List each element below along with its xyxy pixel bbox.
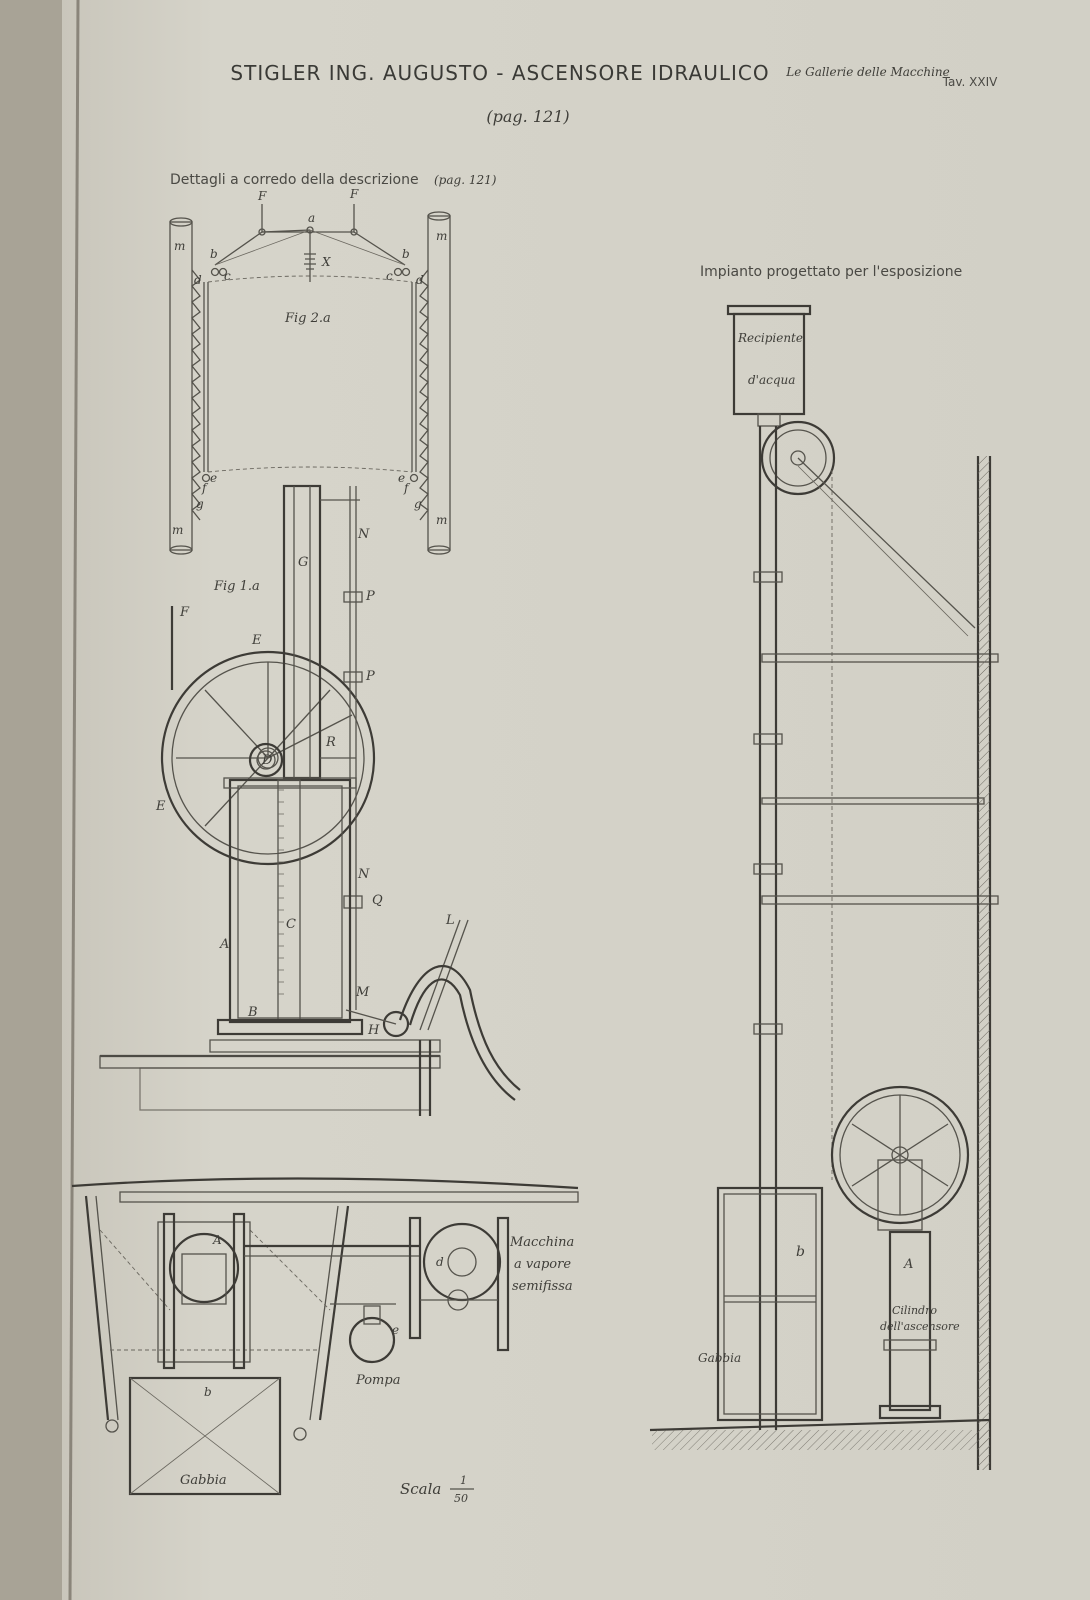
figure-2-drawing	[169, 204, 451, 555]
svg-text:1: 1	[460, 1474, 467, 1487]
fig1-label: Fig 1.a	[213, 579, 260, 594]
svg-text:N: N	[357, 867, 370, 882]
scale-indicator: Scala 1 50	[400, 1474, 474, 1505]
exhibition-title: Impianto progettato per l'esposizione	[700, 264, 962, 280]
svg-text:C: C	[286, 917, 296, 932]
svg-text:c: c	[224, 269, 231, 283]
svg-text:e: e	[392, 1323, 399, 1337]
svg-text:d: d	[194, 273, 202, 287]
svg-text:b: b	[204, 1385, 212, 1399]
svg-text:m: m	[174, 239, 185, 253]
cage-label: Gabbia	[698, 1351, 741, 1365]
svg-text:b: b	[210, 247, 218, 261]
svg-text:g: g	[196, 497, 204, 511]
svg-text:f: f	[201, 481, 209, 495]
cylinder-label: Cilindro dell'ascensore	[880, 1304, 960, 1333]
binding-fold	[68, 0, 80, 1600]
exhibition-installation-drawing	[649, 304, 999, 1470]
svg-text:G: G	[298, 555, 308, 570]
svg-text:m: m	[172, 523, 183, 537]
svg-text:d: d	[436, 1255, 444, 1269]
svg-text:50: 50	[454, 1492, 468, 1505]
series-name: Le Gallerie delle Macchine	[785, 65, 950, 79]
svg-text:a: a	[308, 211, 315, 225]
svg-text:B: B	[247, 1005, 258, 1020]
svg-text:L: L	[445, 913, 455, 928]
svg-text:f: f	[403, 481, 411, 495]
pump-label: Pompa	[355, 1373, 400, 1388]
svg-text:E: E	[251, 633, 262, 648]
svg-text:A: A	[219, 937, 229, 952]
figure-1-labels: F E E D G N P P R N Q A C B H M L	[155, 527, 455, 1038]
svg-text:A: A	[212, 1233, 222, 1247]
svg-text:D: D	[261, 753, 273, 768]
cylinder-letter: A	[903, 1257, 913, 1272]
svg-text:a vapore: a vapore	[514, 1257, 571, 1272]
paper-sheet	[62, 0, 1090, 1600]
svg-text:P: P	[365, 589, 375, 604]
svg-text:c: c	[386, 269, 393, 283]
svg-text:N: N	[357, 527, 370, 542]
svg-text:P: P	[365, 669, 375, 684]
svg-text:d: d	[416, 273, 424, 287]
svg-text:m: m	[436, 229, 447, 243]
svg-text:m: m	[436, 513, 447, 527]
svg-text:b: b	[402, 247, 410, 261]
svg-text:d'acqua: d'acqua	[748, 373, 795, 387]
svg-text:F: F	[257, 189, 267, 203]
svg-text:R: R	[325, 735, 336, 750]
figure-2-labels: F F a X b b c c d d m m m m e e f f g g	[172, 187, 447, 537]
details-subtitle: Dettagli a corredo della descrizione	[170, 172, 419, 188]
svg-text:Cilindro: Cilindro	[892, 1304, 937, 1317]
svg-text:H: H	[367, 1023, 380, 1038]
svg-text:Q: Q	[372, 893, 383, 908]
plate-title: STIGLER ING. AUGUSTO - ASCENSORE IDRAULI…	[230, 61, 769, 85]
steam-engine-label: Macchina a vapore semifissa	[509, 1235, 574, 1294]
plate-number: Tav. XXIV	[942, 75, 998, 89]
svg-text:dell'ascensore: dell'ascensore	[880, 1320, 960, 1333]
water-tank-label: Recipiente d'acqua	[737, 331, 803, 387]
svg-text:M: M	[355, 985, 370, 1000]
details-subtitle-ref: (pag. 121)	[434, 173, 497, 187]
svg-text:E: E	[155, 799, 166, 814]
plan-view-drawing	[71, 1177, 579, 1496]
svg-text:e: e	[210, 471, 217, 485]
svg-text:semifissa: semifissa	[512, 1279, 573, 1294]
plan-cage-label: Gabbia	[180, 1473, 227, 1488]
svg-text:Recipiente: Recipiente	[737, 331, 803, 345]
svg-text:F: F	[349, 187, 359, 201]
figure-1-drawing	[99, 484, 521, 1116]
fig2-label: Fig 2.a	[284, 311, 331, 326]
svg-text:Scala: Scala	[400, 1480, 441, 1498]
svg-text:Macchina: Macchina	[509, 1235, 574, 1250]
page-reference: (pag. 121)	[486, 107, 569, 126]
svg-text:F: F	[179, 605, 190, 620]
cage-letter: b	[796, 1244, 805, 1260]
svg-text:g: g	[414, 497, 422, 511]
svg-text:e: e	[398, 471, 405, 485]
svg-text:X: X	[321, 255, 331, 269]
plan-view-labels: A b d e	[204, 1233, 444, 1399]
